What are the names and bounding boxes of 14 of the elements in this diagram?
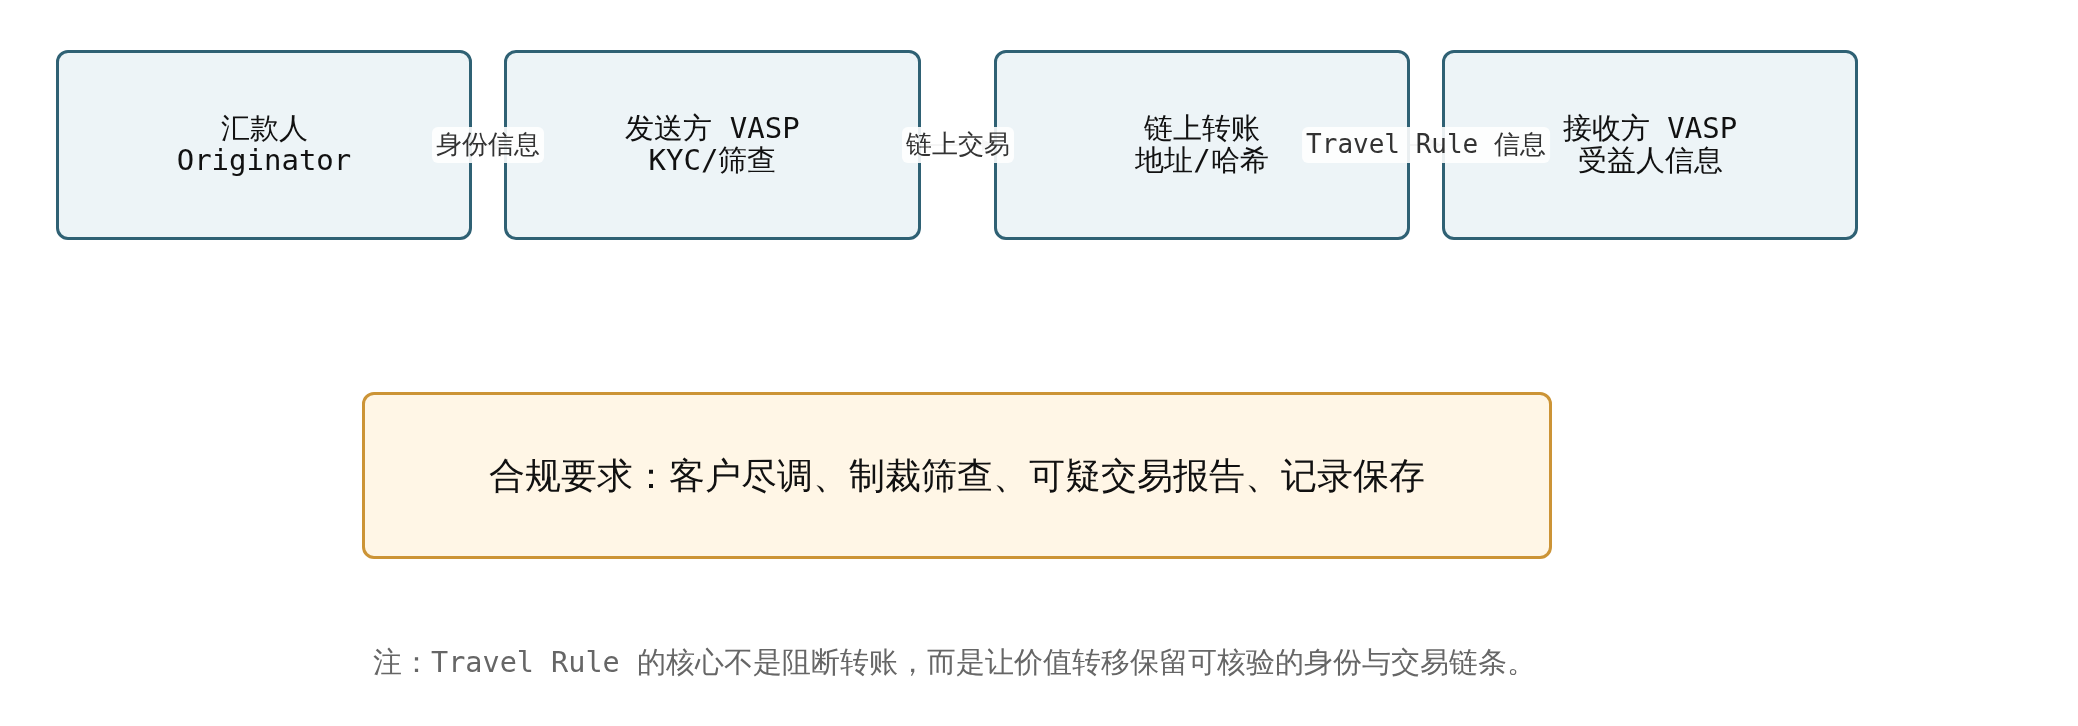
edge-label: 身份信息	[432, 127, 544, 163]
requirements-box	[362, 392, 1552, 559]
edge-label: Travel Rule 信息	[1302, 127, 1550, 163]
edge-label: 链上交易	[901, 127, 1014, 163]
box-subtext: 地址/哈希	[1135, 145, 1269, 177]
box-subtext: KYC/筛查	[648, 145, 777, 177]
box-heading: 接收方 VASP	[1562, 113, 1738, 145]
box-subtext: 受益人信息	[1577, 145, 1723, 177]
box-subtext: Originator	[176, 145, 352, 177]
box-heading: 合规要求：客户尽调、制裁筛查、可疑交易报告、记录保存	[489, 453, 1425, 498]
box-heading: 汇款人	[220, 113, 308, 145]
box-heading: 链上转账	[1144, 113, 1260, 145]
footnote-text: 注：Travel Rule 的核心不是阻断转账，而是让价值转移保留可核验的身份与交易链条。	[373, 645, 1536, 681]
box-heading: 发送方 VASP	[625, 113, 800, 145]
